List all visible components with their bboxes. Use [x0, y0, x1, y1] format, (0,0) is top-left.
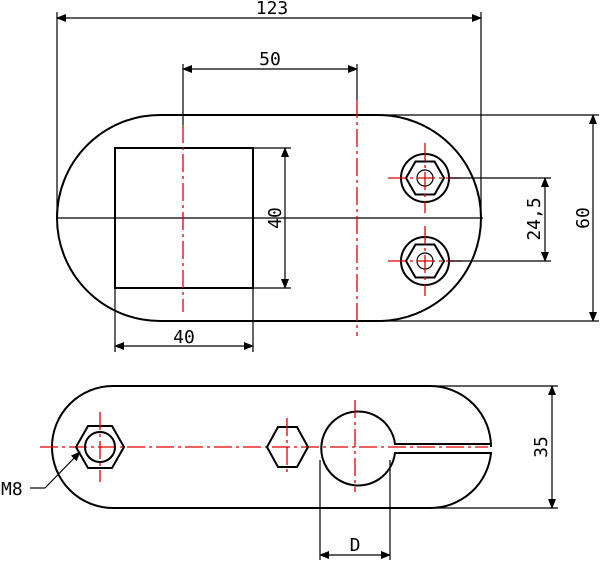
dim-square-height: 40	[253, 147, 291, 289]
dim-thickness: 35	[430, 385, 558, 509]
dim-hole-spacing: 50	[182, 49, 358, 125]
dim-thickness-label: 35	[531, 436, 552, 458]
bottom-view: M8 35 D	[1, 385, 558, 560]
dim-square-width-label: 40	[173, 327, 195, 348]
m8-bolt	[74, 412, 126, 482]
dim-bore-diameter: D	[319, 460, 391, 560]
lower-bolt	[388, 226, 462, 296]
dim-overall-width-label: 60	[573, 207, 594, 229]
dim-bore-diameter-label: D	[350, 535, 361, 556]
dim-overall-width: 60	[378, 114, 599, 322]
dim-square-height-label: 40	[265, 207, 286, 229]
bottom-plate-outline	[51, 385, 493, 510]
top-view: 123 50 40 40 24,5	[56, 0, 599, 352]
dim-bolt-spacing-label: 24,5	[524, 197, 545, 240]
m8-label: M8	[1, 479, 23, 500]
dim-square-width: 40	[114, 288, 254, 352]
dim-bolt-spacing: 24,5	[449, 177, 551, 262]
dim-hole-spacing-label: 50	[259, 49, 281, 70]
hex-nut	[265, 418, 310, 476]
dim-overall-length-label: 123	[256, 0, 289, 19]
m8-leader: M8	[1, 451, 81, 500]
dim-overall-length: 123	[56, 0, 482, 218]
square-opening	[114, 147, 254, 289]
